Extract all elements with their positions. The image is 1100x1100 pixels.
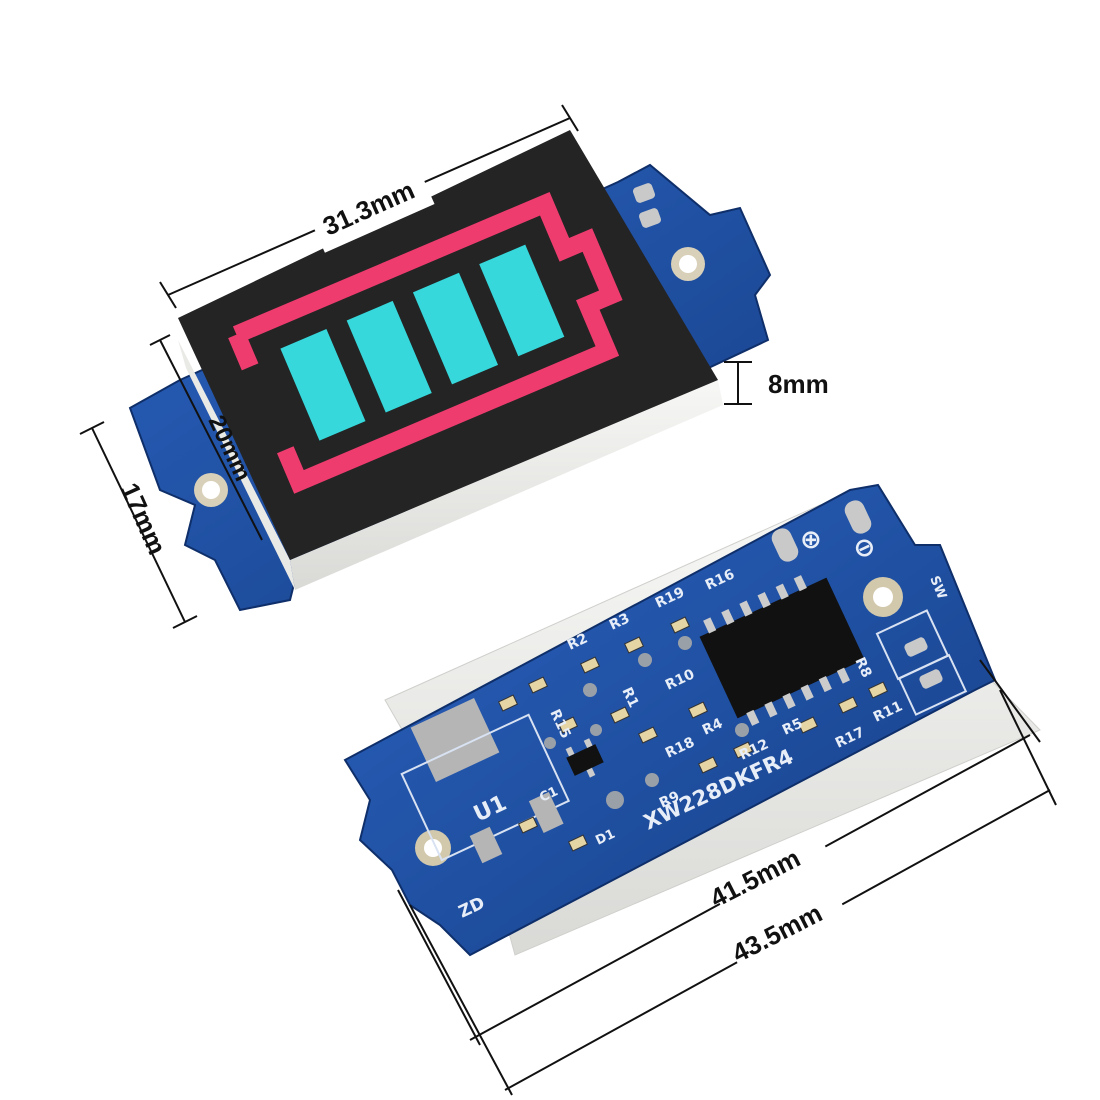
battery-bar-2 xyxy=(346,300,432,413)
ic-chip xyxy=(699,575,865,726)
transistor xyxy=(565,738,604,778)
battery-bar-1 xyxy=(280,329,366,441)
silk-c1: C1 xyxy=(537,784,560,805)
u1-small-pad xyxy=(528,791,564,833)
silk-r9: R9 xyxy=(657,788,682,811)
display-housing-side xyxy=(290,380,723,590)
pcb-module: U1 ZD D1 C1 XW228DKFR4 SW ⊕ ⊖ R16 R19 R3… xyxy=(343,483,1041,957)
silk-r5: R5 xyxy=(780,715,805,738)
display-module xyxy=(128,130,772,612)
battery-bar-3 xyxy=(412,272,499,385)
u1-outline xyxy=(400,713,571,862)
power-pad-plus xyxy=(771,528,799,562)
silk-r1: R1 xyxy=(618,685,641,710)
power-pad-minus xyxy=(844,500,872,534)
battery-bar-4 xyxy=(479,244,565,357)
silk-r8: R8 xyxy=(851,655,874,680)
silk-plus: ⊕ xyxy=(800,525,822,555)
switch-pad-outline xyxy=(897,653,968,716)
battery-outline xyxy=(228,191,623,494)
dim-line-display-width xyxy=(159,339,263,541)
solder-pad xyxy=(632,183,656,203)
switch-pad xyxy=(904,637,928,657)
battery-icon xyxy=(228,191,623,494)
solder-points xyxy=(544,636,749,809)
u1-small-pad xyxy=(469,826,503,864)
dim-line-pcb-width xyxy=(91,427,186,623)
silk-r2: R2 xyxy=(565,630,590,653)
silk-r4: R4 xyxy=(700,715,726,738)
solder-pad xyxy=(638,208,662,228)
u1-pad xyxy=(410,698,500,782)
silk-r3: R3 xyxy=(607,610,632,633)
switch-pad xyxy=(919,669,943,689)
smd-components xyxy=(497,616,889,852)
label-height: 8mm xyxy=(768,369,829,399)
